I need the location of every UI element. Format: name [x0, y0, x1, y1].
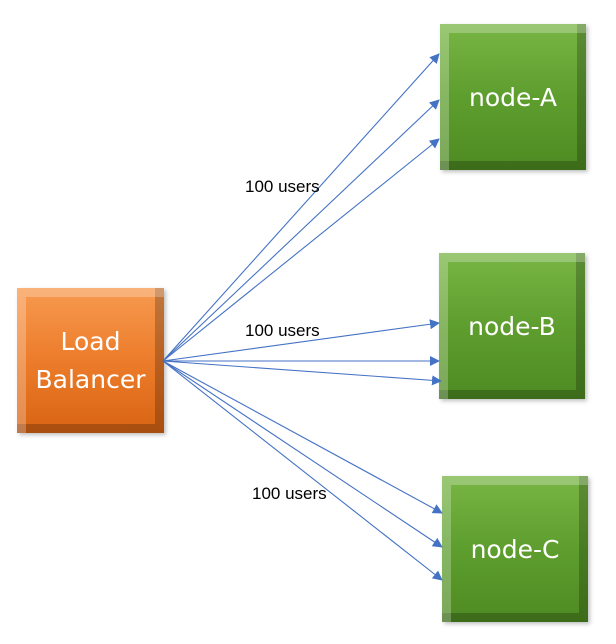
node-a-box: node-A: [440, 24, 586, 170]
load-balancer-box: Load Balancer: [17, 288, 164, 433]
edge-label-node-a: 100 users: [245, 177, 320, 196]
node-a-label: node-A: [469, 82, 557, 112]
edge-label-node-b: 100 users: [245, 321, 320, 340]
arrow-to-node-b-3: [162, 360, 442, 386]
arrow-to-node-a-1: [162, 53, 440, 362]
arrow-to-node-a-3: [162, 138, 440, 362]
load-balancer-label: Load Balancer: [35, 326, 146, 394]
node-b-label: node-B: [468, 311, 556, 341]
node-c-box: node-C: [442, 476, 588, 622]
node-b-box: node-B: [439, 253, 585, 399]
node-c-label: node-C: [470, 534, 560, 564]
arrow-to-node-b-1: [162, 319, 440, 362]
arrow-to-node-c-2: [162, 360, 443, 548]
arrow-to-node-c-1: [162, 360, 443, 514]
arrow-to-node-a-2: [162, 99, 440, 362]
arrow-to-node-c-3: [162, 360, 443, 581]
edge-label-node-c: 100 users: [252, 484, 327, 503]
